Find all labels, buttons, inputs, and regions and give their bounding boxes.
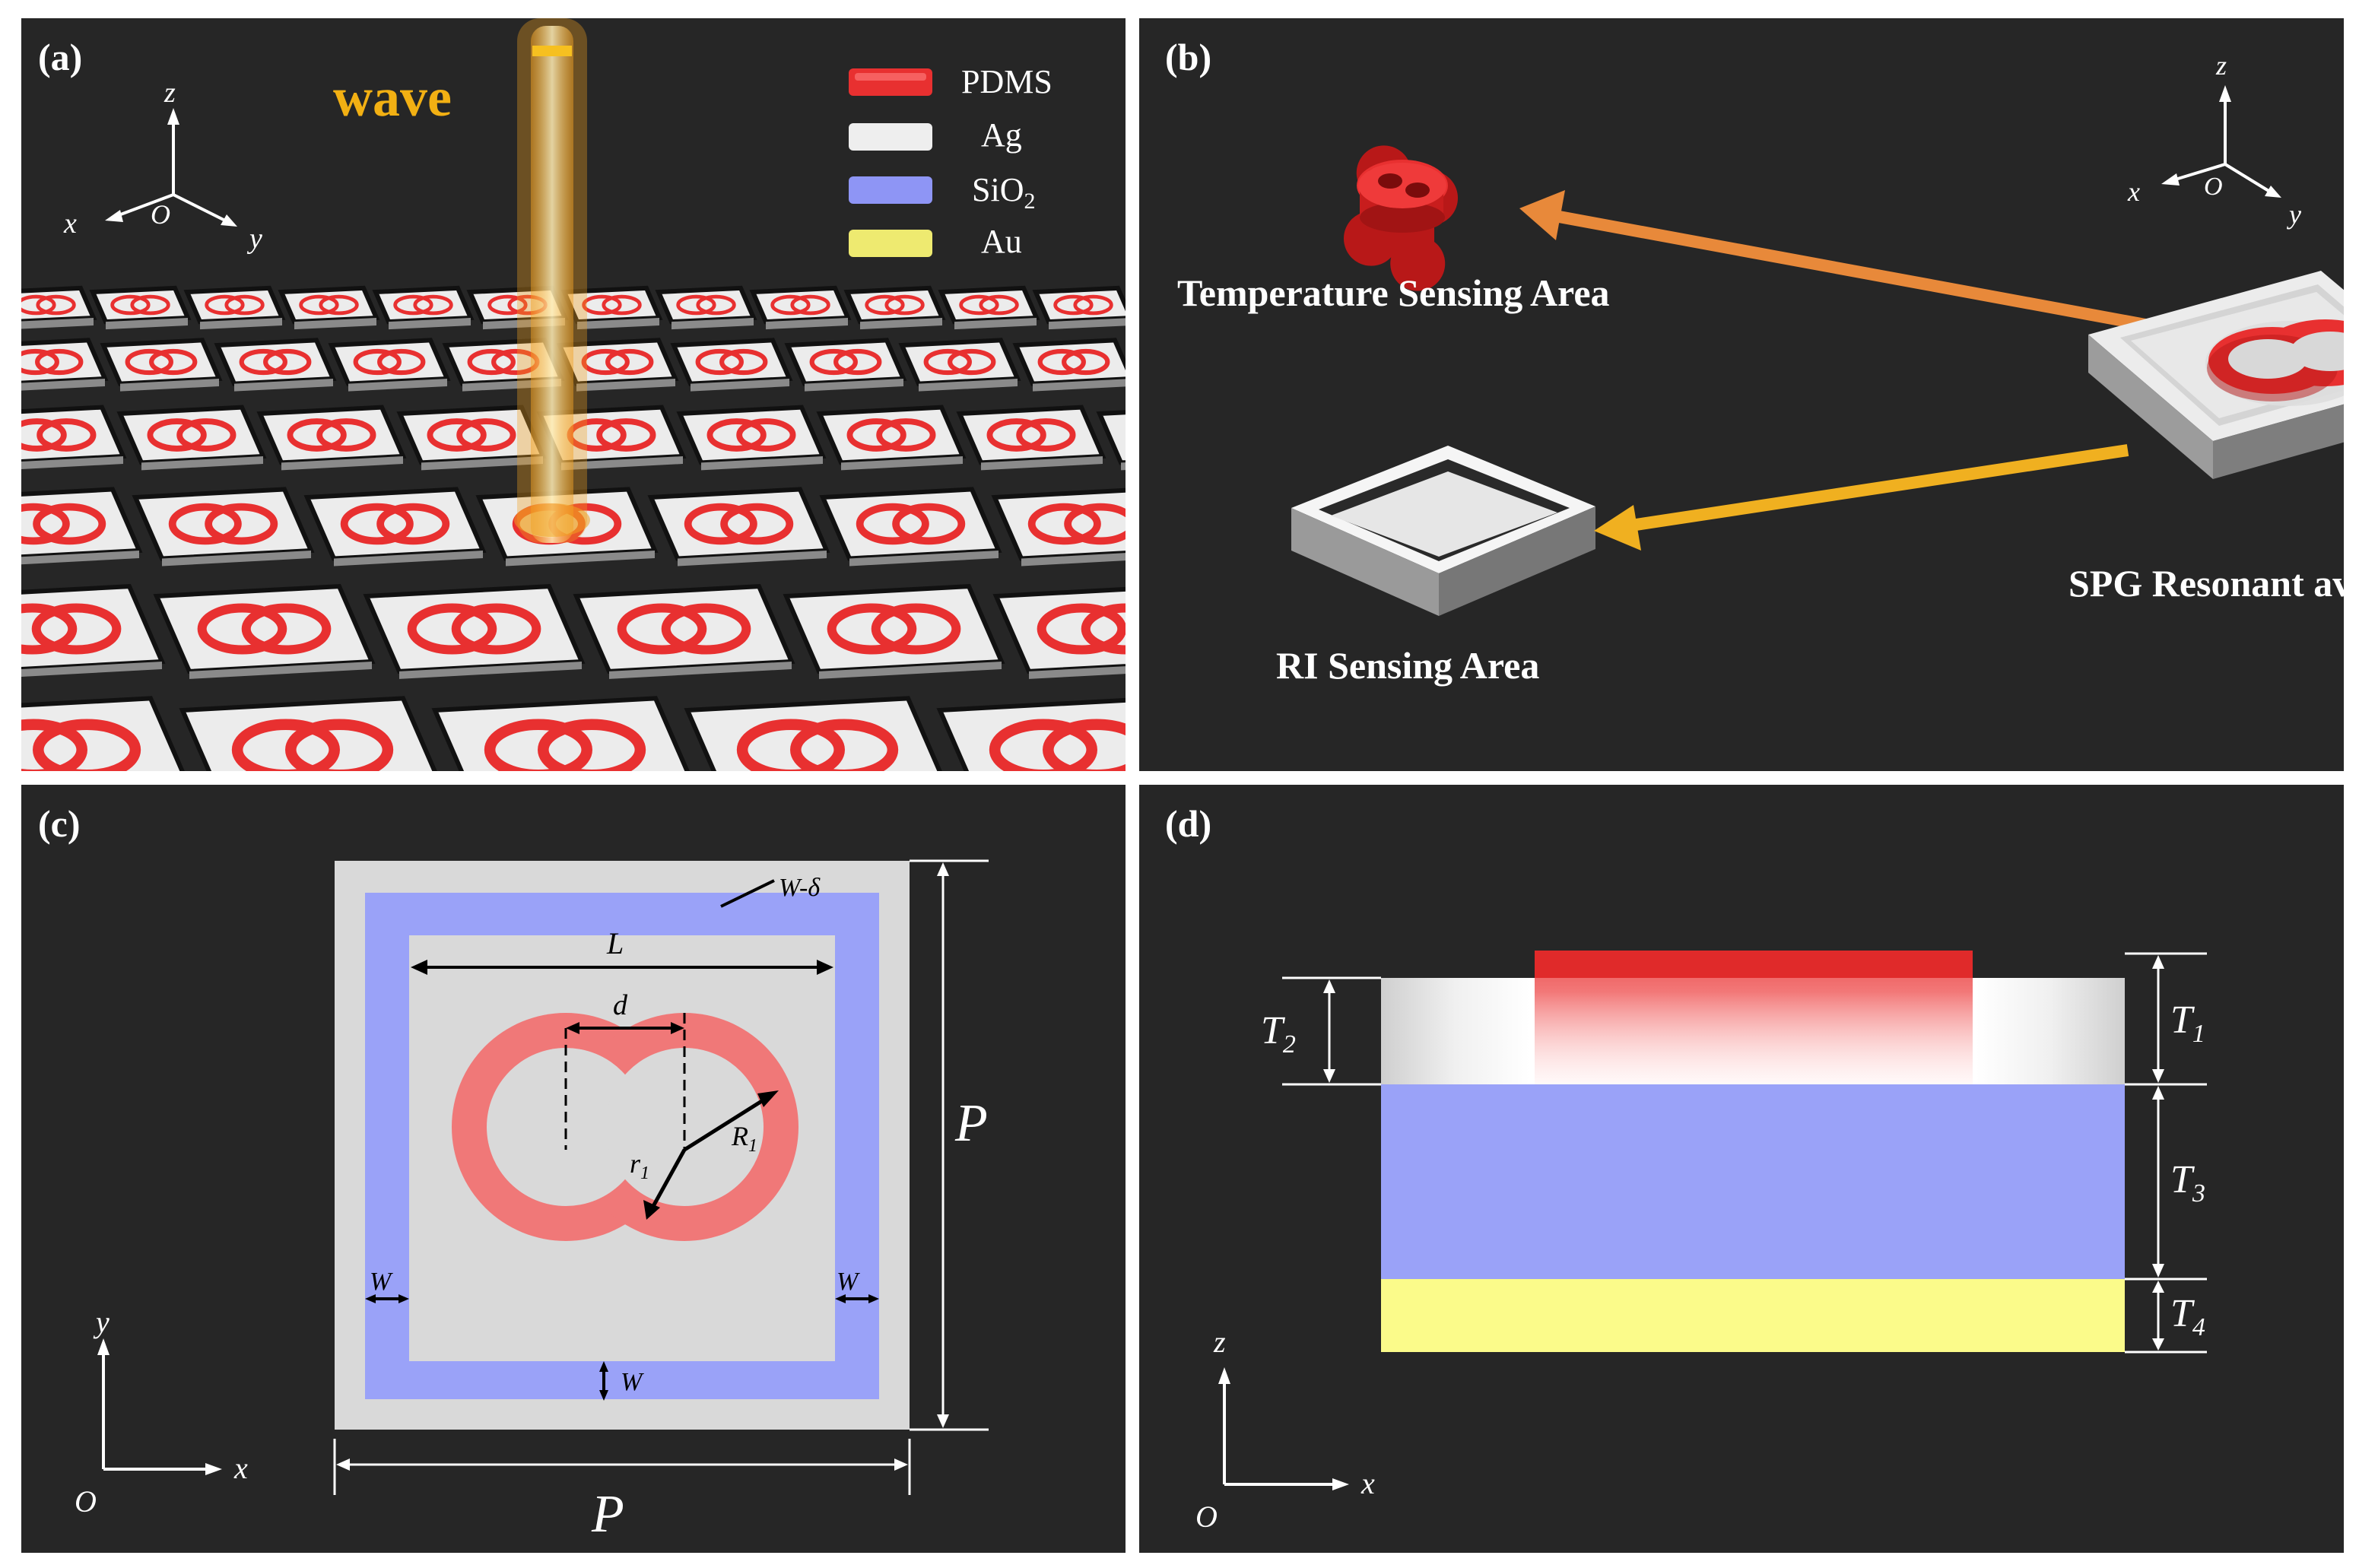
p-bottom-label: P — [591, 1485, 624, 1544]
axis-x-label-c: x — [233, 1451, 248, 1485]
w-bottom-dimension — [599, 1361, 608, 1401]
w-bottom-label: W — [621, 1368, 644, 1396]
axis-x-label: x — [63, 208, 77, 240]
axis-y-label-b: y — [2287, 199, 2301, 230]
panel-a-illustration: (a) wave z x y O PDMS Ag SiO2 Au — [21, 18, 1126, 771]
axis-origin-label-b: O — [2204, 173, 2223, 201]
w-right-label: W — [837, 1268, 860, 1296]
arrow-to-ri — [1594, 444, 2129, 551]
pdms-double-ring — [452, 1013, 799, 1241]
panel-b: (b) z x y O Temperature Sensing Area — [1139, 18, 2344, 771]
r1-label: r1 — [630, 1148, 649, 1183]
ri-sensing-label: RI Sensing Area — [1276, 644, 1539, 687]
panel-a-tag: (a) — [38, 36, 82, 78]
spg-resonant-cavity — [2088, 271, 2344, 479]
legend-label-ag: Ag — [981, 116, 1022, 154]
coordinate-axes-c — [97, 1338, 222, 1475]
radius-arrows — [643, 1090, 779, 1220]
axis-z-label-b: z — [2215, 50, 2227, 81]
axis-z-label: z — [164, 77, 176, 109]
t3-dimension — [2152, 1086, 2164, 1278]
p-right-dimension — [910, 859, 989, 1431]
d-label: d — [613, 989, 628, 1021]
panel-c-tag: (c) — [38, 802, 81, 845]
axis-origin-label-c: O — [75, 1484, 97, 1519]
metasurface-array — [21, 285, 1126, 771]
ri-sensing-frame — [1291, 446, 1595, 616]
t3-label: T3 — [2170, 1158, 2205, 1208]
incident-wave-beam — [514, 18, 590, 543]
legend-label-au: Au — [981, 223, 1022, 260]
w-left-label: W — [370, 1268, 393, 1296]
coordinate-axes-a — [105, 108, 237, 227]
legend-label-pdms: PDMS — [961, 63, 1053, 100]
R1-label: R1 — [731, 1121, 757, 1156]
temperature-sensing-label: Temperature Sensing Area — [1177, 271, 1610, 314]
p-bottom-dimension — [333, 1439, 911, 1495]
d-dimension — [566, 1022, 684, 1034]
axis-x-label-b: x — [2127, 176, 2140, 207]
w-right-dimension — [835, 1294, 879, 1303]
axis-z-label-d: z — [1213, 1325, 1226, 1359]
t4-dimension — [2152, 1281, 2164, 1351]
l-label: L — [606, 926, 624, 960]
panel-d-illustration: (d) T1 T2 — [1165, 802, 2207, 1534]
legend-label-sio2: SiO2 — [972, 171, 1035, 214]
panel-d-tag: (d) — [1165, 802, 1211, 845]
arrow-to-temperature — [1519, 190, 2167, 335]
panel-c-illustration: (c) d L — [38, 802, 989, 1544]
p-right-label: P — [954, 1094, 988, 1153]
t1-label: T1 — [2170, 998, 2205, 1048]
coordinate-axes-b — [2161, 85, 2281, 198]
pdms-top — [1535, 951, 1973, 978]
legend-swatch-pdms — [849, 68, 932, 96]
t1-dimension — [2152, 955, 2164, 1083]
l-dimension — [411, 960, 833, 975]
coordinate-axes-d — [1218, 1367, 1349, 1490]
panel-b-tag: (b) — [1165, 36, 1211, 78]
t2-dimension — [1323, 979, 1335, 1083]
t4-label: T4 — [2170, 1292, 2205, 1341]
axis-y-label: y — [246, 223, 262, 255]
w-left-dimension — [365, 1294, 409, 1303]
panel-d: (d) T1 T2 — [1139, 785, 2344, 1553]
dimension-lines-d — [1282, 952, 2207, 1354]
sio2-layer — [1381, 1084, 2125, 1279]
panel-c: (c) d L — [21, 785, 1126, 1553]
legend-swatch-au — [849, 230, 932, 257]
legend-swatch-sio2 — [849, 176, 932, 204]
panel-a: (a) wave z x y O PDMS Ag SiO2 Au — [21, 18, 1126, 771]
au-layer — [1381, 1279, 2125, 1352]
spg-cavity-label: SPG Resonant avity — [2068, 562, 2344, 605]
t2-label: T2 — [1261, 1009, 1296, 1059]
panel-b-illustration: (b) z x y O Temperature Sensing Area — [1165, 36, 2344, 687]
axis-origin-label-d: O — [1195, 1500, 1218, 1534]
legend-swatch-ag — [849, 123, 932, 151]
pdms-ring-element — [1343, 145, 1459, 291]
wave-label: wave — [333, 67, 452, 128]
w-delta-label: W-δ — [779, 874, 821, 902]
axis-x-label-d: x — [1360, 1466, 1375, 1500]
axis-origin-label: O — [151, 199, 170, 230]
material-legend: PDMS Ag SiO2 Au — [849, 63, 1053, 260]
axis-y-label-c: y — [93, 1305, 110, 1339]
